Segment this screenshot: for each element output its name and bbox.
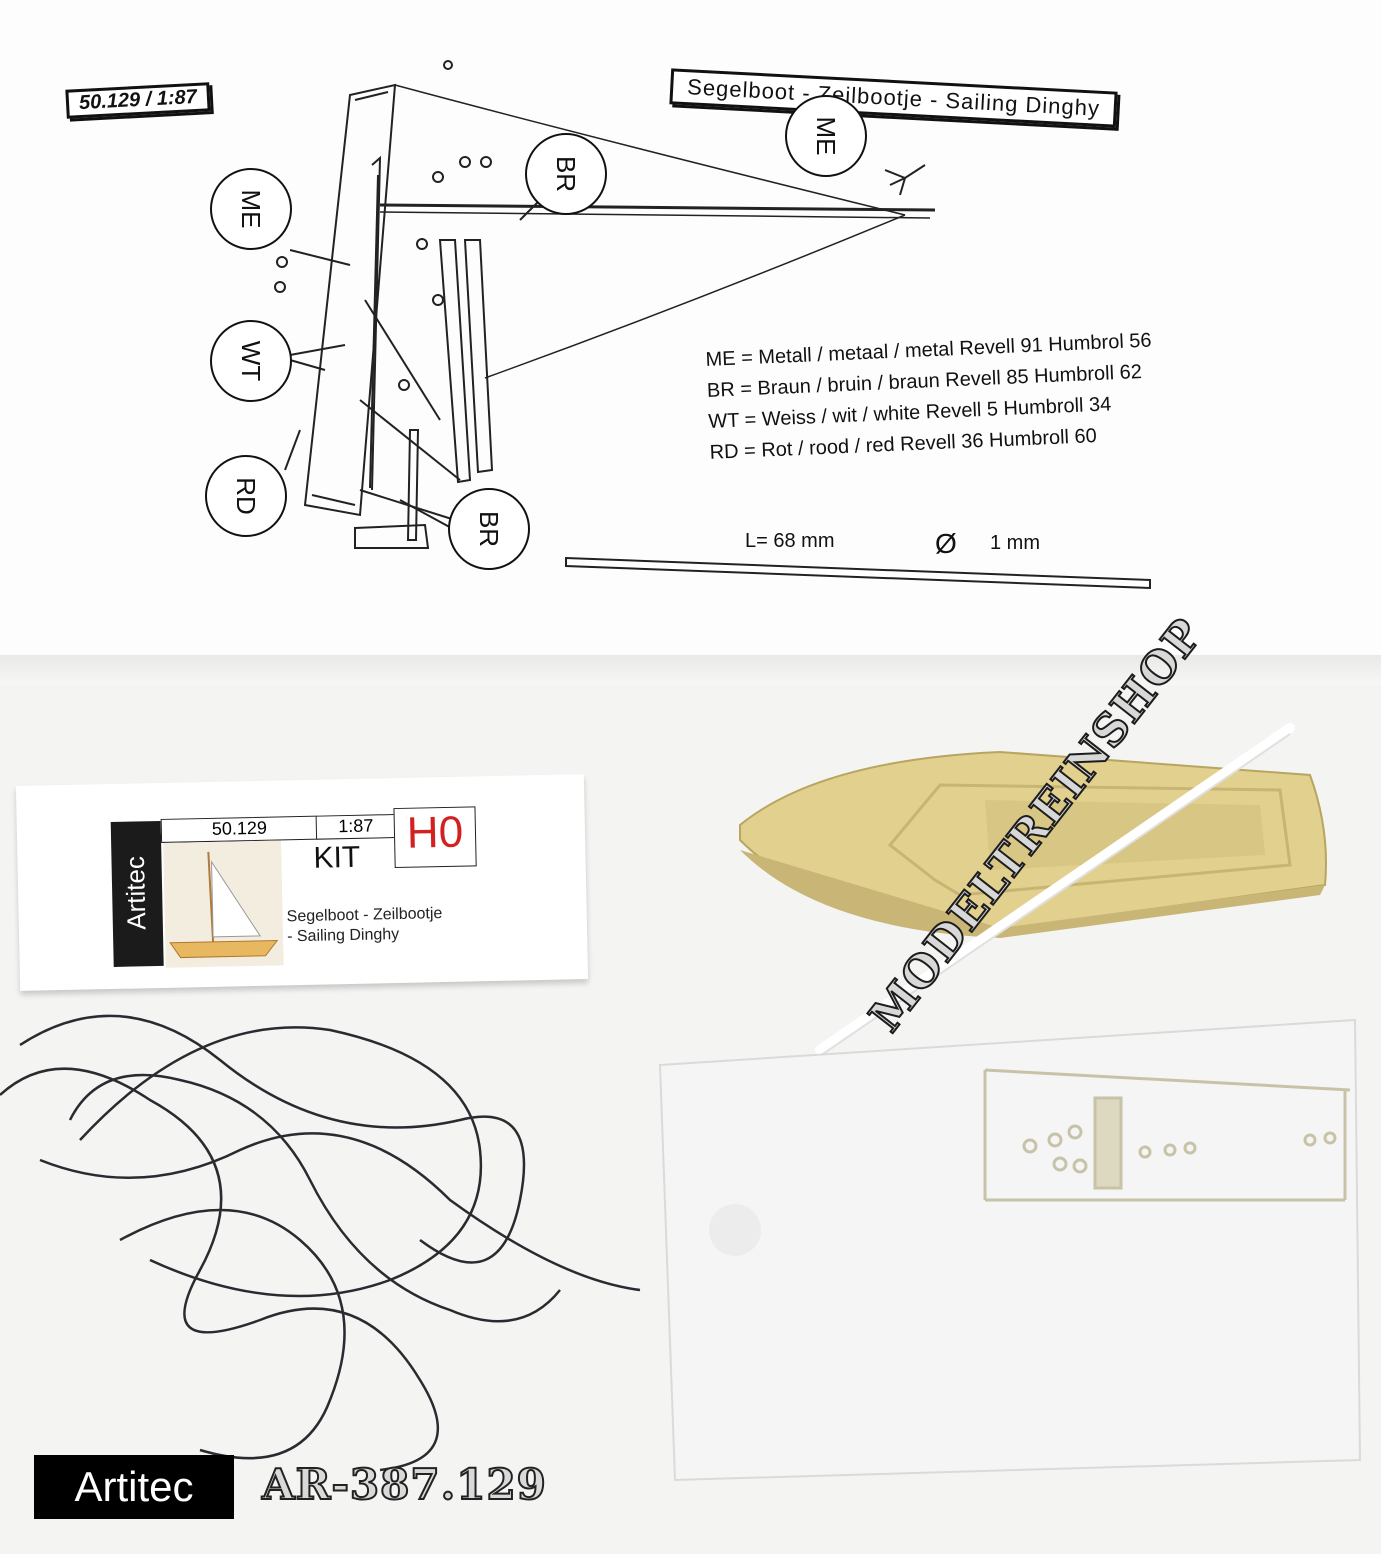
boat-assembly-diagram xyxy=(274,60,1151,590)
callout-br-2: BR xyxy=(448,488,530,570)
brand-logo-text: Artitec xyxy=(74,1463,194,1510)
rigging-thread xyxy=(0,1014,641,1472)
callout-rd: RD xyxy=(205,455,287,537)
diameter-symbol: Ø xyxy=(935,528,957,559)
rod-diameter: 1 mm xyxy=(990,532,1040,554)
instruction-sheet: 50.129 / 1:87 Segelboot - Zeilbootje - S… xyxy=(0,0,1381,668)
callout-me-2: ME xyxy=(785,95,867,177)
article-code: AR-387.129 xyxy=(261,1459,547,1510)
rod-length: L= 68 mm xyxy=(745,530,835,552)
kit-parts-photo xyxy=(0,723,1362,1482)
sheet-fold-shadow xyxy=(0,655,1381,685)
callout-wt: WT xyxy=(210,320,292,402)
callout-me-1: ME xyxy=(210,168,292,250)
callout-br-1: BR xyxy=(525,133,607,215)
color-legend: ME = Metall / metaal / metal Revell 91 H… xyxy=(705,326,1156,469)
brand-logo: Artitec xyxy=(34,1455,234,1519)
card-boat-photo xyxy=(163,840,284,968)
product-card: Artitec 50.129 1:87 H0 KIT Segelboot - Z… xyxy=(15,774,589,991)
white-metal-fret xyxy=(983,1068,1351,1202)
